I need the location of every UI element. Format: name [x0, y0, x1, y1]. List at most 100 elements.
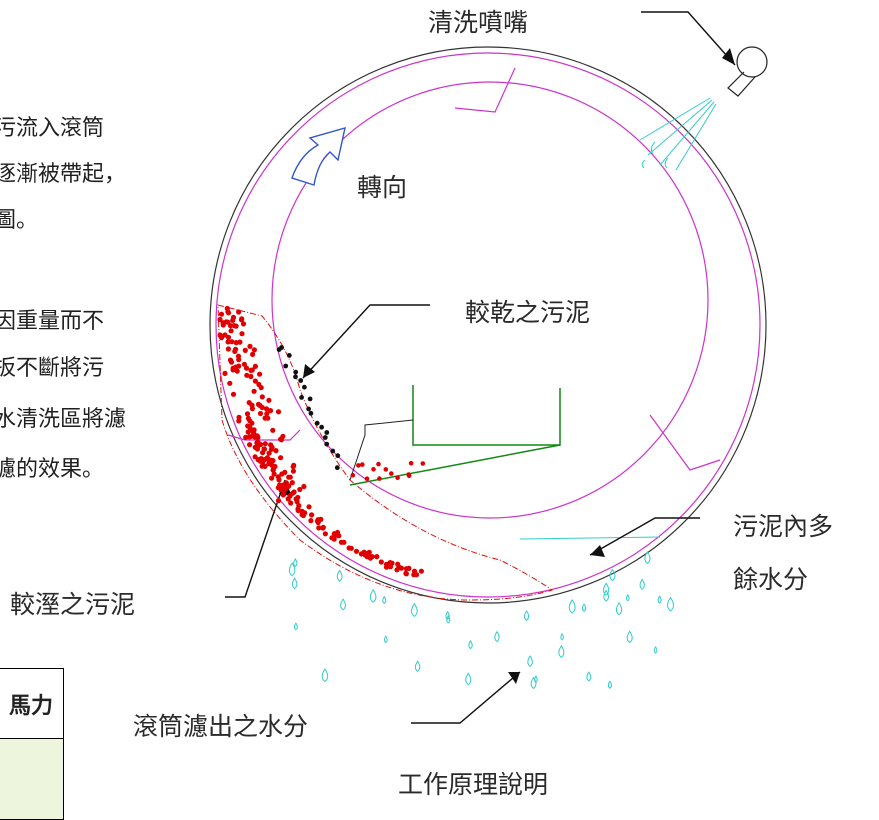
- drum-outer-ring: [209, 46, 767, 604]
- sludge-dot: [248, 373, 254, 380]
- water-drop: [603, 582, 610, 596]
- sludge-dot: [265, 415, 271, 421]
- dry-sludge-dot: [293, 369, 299, 375]
- sludge-dot: [389, 560, 395, 566]
- trough-dot: [389, 471, 394, 476]
- dry-sludge-dot: [330, 448, 336, 454]
- sludge-dot: [275, 409, 282, 415]
- left-text-line-4: 因重量而不: [0, 309, 105, 334]
- water-drop: [383, 635, 388, 644]
- table-header-power: 馬力: [0, 669, 63, 739]
- dry-sludge-dot: [314, 420, 320, 426]
- sludge-dot: [268, 442, 274, 448]
- sludge-dot: [248, 367, 254, 373]
- label-nozzle: 清洗噴嘴: [428, 8, 529, 37]
- table-cell: [0, 739, 63, 819]
- dry-sludge-dot: [306, 406, 311, 412]
- dry-sludge-dot: [298, 378, 304, 383]
- sludge-dot: [257, 410, 264, 417]
- sludge-dot: [230, 314, 237, 320]
- sludge-dot: [275, 498, 282, 504]
- water-drop: [530, 676, 537, 690]
- sludge-dot: [256, 381, 262, 388]
- flight-right: [649, 414, 721, 471]
- dry-sludge-dot: [293, 374, 298, 380]
- sludge-dot: [263, 406, 270, 412]
- sludge-dot: [398, 565, 404, 571]
- sludge-dot: [309, 512, 315, 518]
- sludge-dot: [225, 346, 231, 352]
- sludge-dot: [291, 462, 297, 468]
- sludge-dot: [306, 504, 312, 510]
- sludge-dot: [247, 343, 253, 349]
- sludge-dot: [236, 309, 242, 315]
- water-drop: [615, 601, 623, 616]
- dry-sludge-dot: [335, 453, 341, 459]
- sludge-dot: [225, 309, 231, 315]
- water-drop: [568, 599, 576, 614]
- water-drop: [626, 630, 633, 644]
- sludge-dot: [245, 415, 251, 421]
- sludge-dot: [270, 467, 276, 473]
- sludge-dot: [228, 359, 235, 365]
- water-drop: [639, 578, 645, 590]
- label-rotation: 轉向: [357, 173, 408, 202]
- left-text-line-5: 扳不斷將污: [0, 356, 105, 381]
- dry-sludge-dot: [286, 353, 292, 358]
- sludge-dot: [308, 518, 314, 524]
- sludge-dot: [411, 568, 418, 574]
- sludge-dot: [270, 427, 276, 433]
- water-drop: [293, 558, 298, 568]
- sludge-dot: [264, 456, 270, 462]
- dry-sludge-dot: [283, 363, 289, 369]
- sludge-dot: [378, 559, 384, 565]
- water-drop: [411, 602, 418, 618]
- water-drop: [667, 596, 674, 612]
- sludge-dot: [348, 545, 354, 551]
- sludge-dot: [403, 566, 409, 572]
- sludge-dot: [244, 372, 250, 378]
- water-drop: [644, 550, 651, 565]
- dry-sludge-dot: [334, 465, 340, 471]
- trough-dot: [395, 475, 400, 481]
- trough-dot: [406, 472, 412, 477]
- trough-chute: [349, 444, 561, 486]
- sludge-dot: [238, 317, 245, 323]
- sludge-dot: [244, 411, 251, 417]
- leader-lines: [225, 11, 736, 724]
- sludge-dot: [255, 439, 261, 445]
- nozzle-icon: [727, 46, 768, 97]
- sludge-dot: [249, 420, 255, 426]
- dry-sludge-dot: [299, 395, 304, 400]
- diagram-caption: 工作原理說明: [398, 770, 549, 799]
- sludge-dot: [240, 321, 247, 327]
- water-drop: [560, 632, 564, 641]
- sludge-dot: [225, 339, 231, 345]
- sludge-dot: [227, 380, 233, 386]
- water-drop: [657, 595, 662, 604]
- sludge-dot: [230, 367, 236, 373]
- sludge-dot: [237, 339, 243, 345]
- trough-dot: [383, 467, 389, 472]
- water-drop: [581, 603, 587, 612]
- sludge-dot: [403, 570, 409, 577]
- sludge-dot: [228, 328, 234, 334]
- water-drop: [524, 609, 530, 621]
- dry-sludge-dot: [322, 435, 328, 440]
- left-text-line-2: 逐漸被帶起，: [0, 162, 127, 187]
- sludge-dot: [316, 525, 322, 531]
- flight-left: [227, 429, 301, 441]
- sludge-dot: [314, 518, 321, 524]
- dry-sludge-dot: [324, 430, 330, 435]
- sludge-dot: [287, 474, 293, 480]
- power-table: 馬力: [0, 668, 64, 820]
- sludge-dot: [287, 493, 293, 499]
- sludge-dot: [259, 394, 265, 400]
- sludge-dot: [266, 397, 272, 403]
- sludge-dot: [243, 365, 250, 371]
- rotation-arrow-icon: [291, 127, 346, 186]
- trough-dot: [360, 462, 365, 467]
- sludge-dot: [232, 348, 238, 354]
- sludge-dot: [297, 486, 303, 493]
- dry-sludge-dot: [302, 384, 307, 390]
